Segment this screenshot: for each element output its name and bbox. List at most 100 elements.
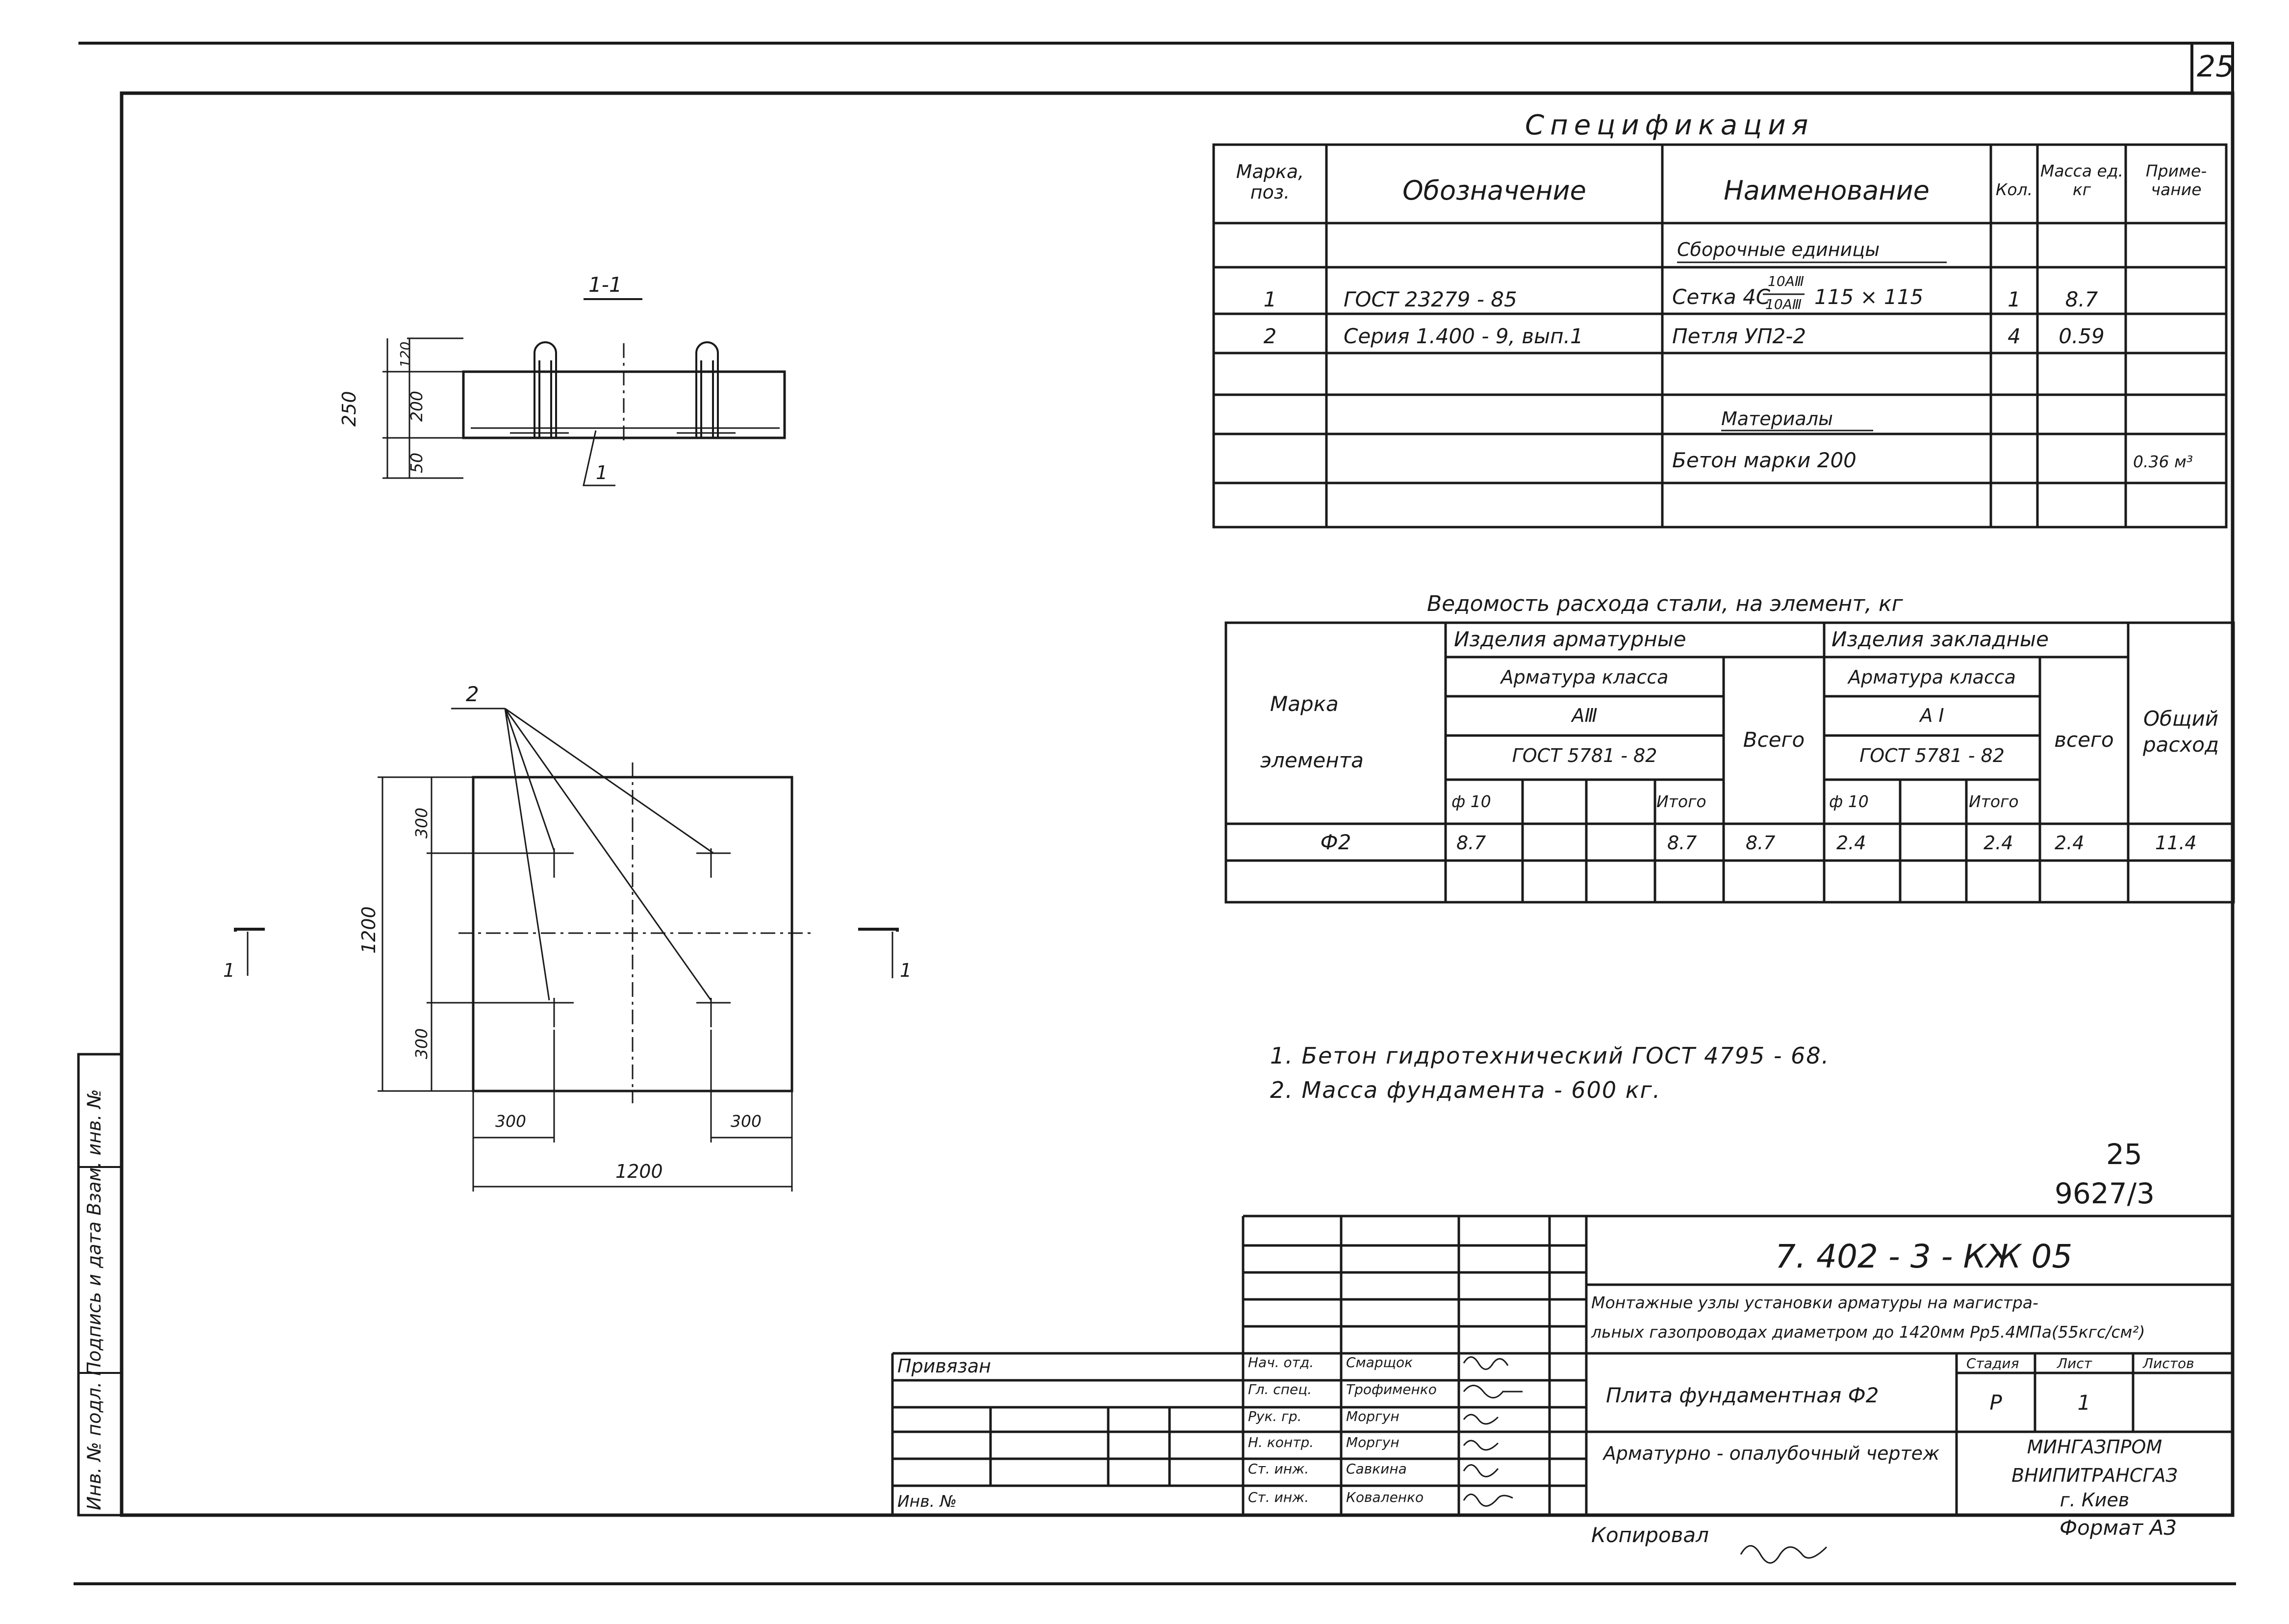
stamp-name-3: Моргун (1346, 1434, 1399, 1450)
cut-mark-left: 1 (223, 960, 235, 981)
steel-class-label-1: Арматура класса (1501, 666, 1669, 688)
note-1: 1. Бетон гидротехнический ГОСТ 4795 - 68… (1270, 1042, 1830, 1069)
stamp-name-0: Смарщок (1346, 1354, 1413, 1370)
spec-row1-name: Сетка 4С (1672, 285, 1771, 309)
stamp-stage-label: Стадия (1966, 1355, 2019, 1371)
section-dim-250: 250 (338, 391, 360, 427)
spec-header-mass: Масса ед. кг (2040, 161, 2124, 199)
section-dim-200: 200 (407, 391, 426, 422)
steel-row-v5: 2.4 (1984, 832, 2013, 854)
steel-class-2: А I (1920, 705, 1944, 726)
steel-row-v6: 2.4 (2055, 832, 2085, 854)
steel-row-v2: 8.7 (1667, 832, 1697, 854)
steel-row-mark: Ф2 (1320, 830, 1351, 854)
stamp-role-3: Н. контр. (1248, 1434, 1314, 1450)
plan-dim-300-bottom: 300 (412, 1028, 431, 1059)
steel-class-1: АⅢ (1572, 705, 1598, 726)
spec-row1-designation: ГОСТ 23279 - 85 (1344, 287, 1517, 311)
stamp-org-2: ВНИПИТРАНСГАЗ (2011, 1465, 2178, 1486)
steel-gost-1: ГОСТ 5781 - 82 (1512, 745, 1657, 766)
plan-dim-1200-h: 1200 (615, 1161, 663, 1182)
cut-mark-right: 1 (900, 960, 912, 981)
stamp-name-1: Трофименко (1346, 1381, 1437, 1397)
stamp-stage: Р (1989, 1391, 2002, 1415)
stamp-name-5: Коваленко (1346, 1489, 1424, 1505)
spec-section-assembly: Сборочные единицы (1677, 239, 1880, 260)
stamp-inv-no: Инв. № (897, 1492, 957, 1511)
spec-row1-mark: 1 (1263, 287, 1277, 311)
spec-row2-mass: 0.59 (2059, 324, 2105, 348)
steel-row-v1: 8.7 (1456, 832, 1486, 854)
steel-class-label-2: Арматура класса (1848, 666, 2016, 688)
spec-row2-mark: 2 (1263, 324, 1277, 348)
stamp-role-5: Ст. инж. (1248, 1489, 1309, 1505)
stamp-name-4: Савкина (1346, 1461, 1407, 1477)
spec-row2-designation: Серия 1.400 - 9, вып.1 (1344, 324, 1583, 348)
section-dim-120: 120 (397, 341, 413, 368)
spec-header-note: Приме- чание (2145, 161, 2207, 199)
steel-subtotal-2: Итого (1969, 792, 2019, 811)
stamp-format: Формат А3 (2060, 1516, 2177, 1540)
stamp-org-1: МИНГАЗПРОМ (2027, 1436, 2162, 1458)
stamp-role-2: Рук. гр. (1248, 1408, 1302, 1424)
steel-total-label-1: Всего (1743, 728, 1805, 752)
spec-row3-note: 0.36 м³ (2133, 452, 2193, 471)
steel-general: Общий расход (2142, 707, 2219, 757)
side-strip-labels: Инв. № подл. Подпись и дата Взам. инв. № (83, 1089, 105, 1510)
spec-header-name: Наименование (1724, 175, 1930, 206)
spec-row1-qty: 1 (2008, 287, 2021, 311)
spec-row2-qty: 4 (2008, 324, 2021, 348)
section-dim-50: 50 (407, 453, 426, 473)
spec-row1-frac-bottom: 10АⅢ (1765, 296, 1802, 312)
stamp-desc-2: льных газопроводах диаметром до 1420мм Р… (1591, 1322, 2145, 1342)
page-number: 25 (2197, 50, 2235, 84)
spec-row1-mass: 8.7 (2065, 287, 2098, 311)
stamp-name-2: Моргун (1346, 1408, 1399, 1424)
stamp-doc-type: Арматурно - опалубочный чертеж (1603, 1443, 1940, 1464)
stamp-code: 7. 402 - 3 - КЖ 05 (1775, 1238, 2073, 1275)
plan-dim-300-right: 300 (731, 1112, 762, 1131)
steel-group-2: Изделия закладные (1831, 627, 2049, 651)
steel-gost-2: ГОСТ 5781 - 82 (1859, 745, 2005, 766)
note-2: 2. Масса фундамента - 600 кг. (1270, 1077, 1661, 1103)
steel-dia-2: ф 10 (1829, 792, 1869, 811)
stamp-desc-1: Монтажные узлы установки арматуры на маг… (1591, 1293, 2038, 1312)
spec-row1-frac-top: 10АⅢ (1768, 273, 1805, 289)
steel-total-label-2: всего (2054, 728, 2114, 752)
plan-callout-2: 2 (466, 682, 479, 706)
steel-row-v3: 8.7 (1746, 832, 1776, 854)
stamp-role-1: Гл. спец. (1248, 1381, 1312, 1397)
spec-row3-name: Бетон марки 200 (1672, 448, 1857, 472)
steel-subtotal-1: Итого (1656, 792, 1706, 811)
spec-row2-name: Петля УП2-2 (1672, 324, 1806, 348)
section-label: 1-1 (588, 273, 622, 297)
stamp-sheet-label: Лист (2057, 1355, 2092, 1371)
steel-row-v7: 11.4 (2155, 832, 2197, 854)
stamp-bound: Привязан (897, 1355, 991, 1377)
stamp-org-3: г. Киев (2060, 1489, 2130, 1511)
stamp-inventory: 9627/3 (2055, 1177, 2155, 1210)
steel-dia-1: ф 10 (1451, 792, 1491, 811)
steel-group-1: Изделия арматурные (1454, 627, 1686, 651)
stamp-sheets-label: Листов (2143, 1355, 2194, 1371)
steel-row-v4: 2.4 (1836, 832, 1866, 854)
plan-dim-300-top: 300 (412, 808, 431, 838)
plan-dim-300-left: 300 (495, 1112, 526, 1131)
stamp-copied: Копировал (1591, 1523, 1709, 1547)
spec-section-materials: Материалы (1721, 408, 1833, 430)
stamp-role-0: Нач. отд. (1248, 1354, 1314, 1370)
spec-title: Спецификация (1525, 109, 1814, 141)
stamp-item: Плита фундаментная Ф2 (1606, 1383, 1879, 1407)
spec-header-mark: Марка, поз. (1236, 161, 1304, 203)
stamp-sheet-number: 25 (2106, 1138, 2142, 1171)
steel-title: Ведомость расхода стали, на элемент, кг (1427, 591, 1903, 616)
stamp-role-4: Ст. инж. (1248, 1461, 1309, 1477)
steel-mark-label-1: Марка (1270, 692, 1339, 716)
spec-header-qty: Кол. (1995, 180, 2033, 199)
section-callout-1: 1 (596, 462, 608, 483)
spec-row1-size: 115 × 115 (1814, 285, 1924, 309)
stamp-sheet: 1 (2077, 1391, 2091, 1415)
steel-mark-label-2: элемента (1260, 748, 1364, 772)
spec-header-designation: Обозначение (1402, 175, 1586, 206)
